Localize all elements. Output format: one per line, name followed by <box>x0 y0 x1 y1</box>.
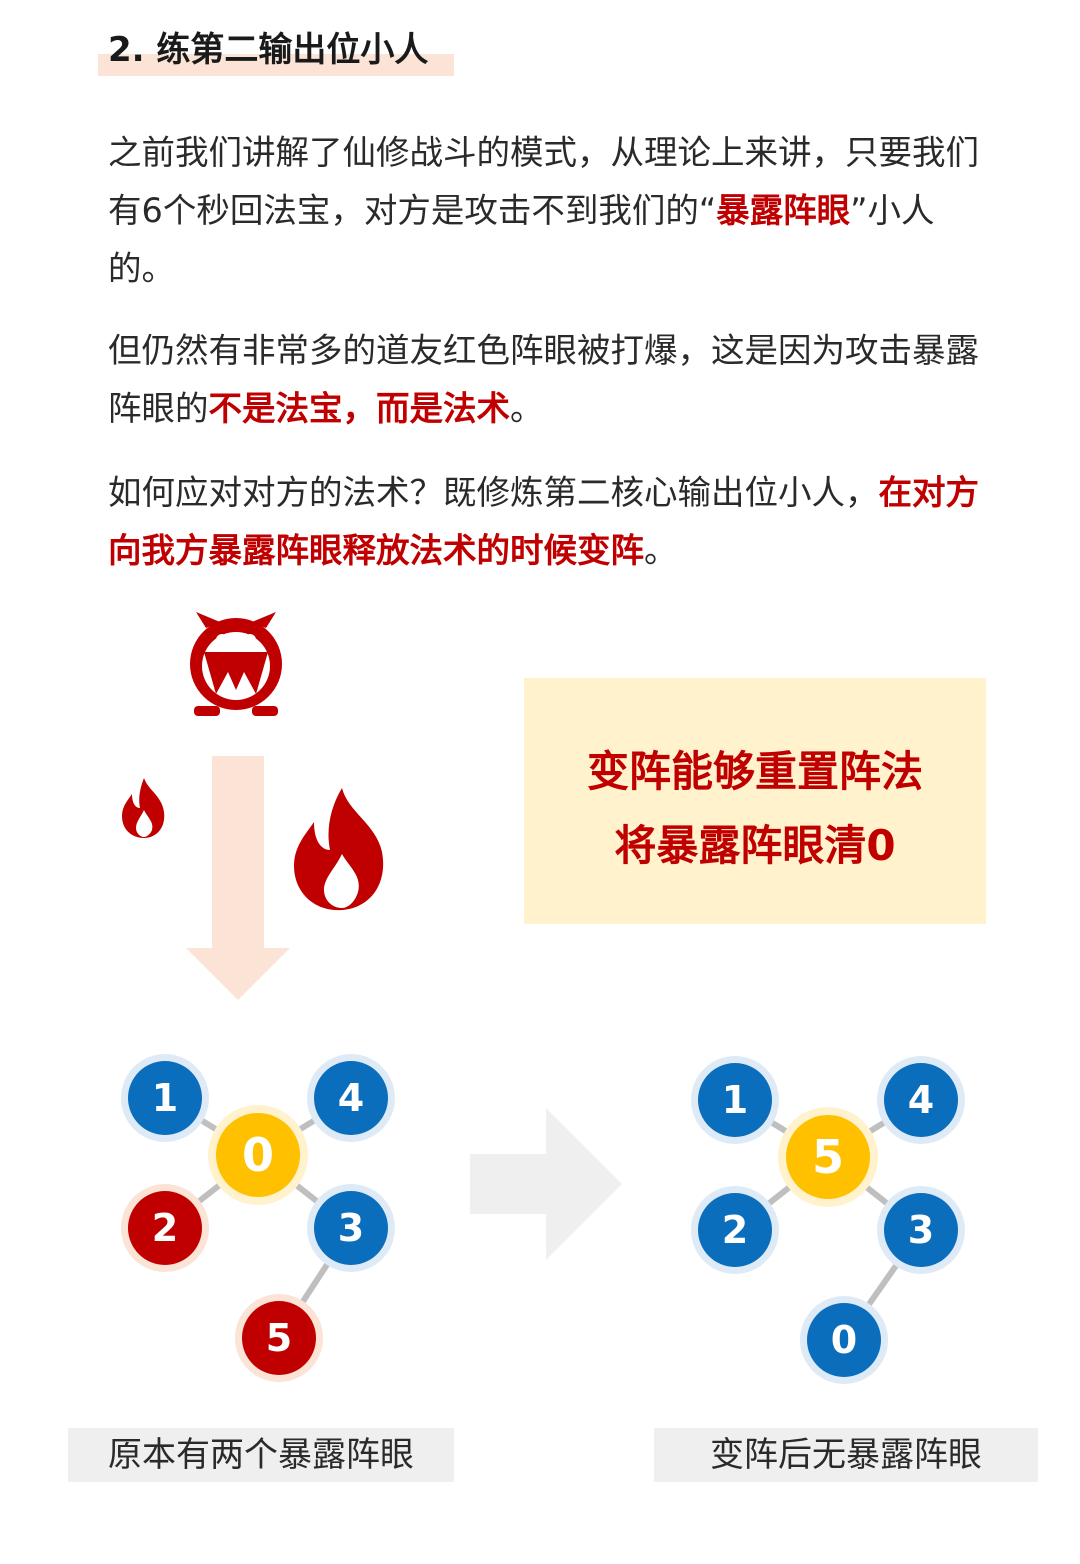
flame-icon-large <box>294 788 384 911</box>
formation-graph-before: 1 4 0 2 3 5 <box>121 1054 395 1382</box>
node-label: 4 <box>338 1076 364 1120</box>
graph-node-center: 5 <box>778 1107 878 1207</box>
graph-node: 3 <box>877 1186 965 1274</box>
paragraph-3-text-a: 如何应对对方的法术？既修炼第二核心输出位小人， <box>108 473 879 512</box>
monster-icon <box>190 612 282 716</box>
down-arrow-icon <box>186 756 290 1000</box>
caption-after: 变阵后无暴露阵眼 <box>654 1428 1038 1482</box>
node-label: 1 <box>152 1076 178 1120</box>
node-label: 2 <box>152 1206 178 1250</box>
callout-box: 变阵能够重置阵法 将暴露阵眼清0 <box>524 678 986 924</box>
node-label: 5 <box>266 1316 292 1360</box>
caption-before: 原本有两个暴露阵眼 <box>68 1428 454 1482</box>
graph-node: 4 <box>307 1054 395 1142</box>
paragraph-1-text-b: ”小人的。 <box>108 191 935 288</box>
heading-text: 2. 练第二输出位小人 <box>108 30 429 70</box>
node-label: 5 <box>812 1130 844 1184</box>
paragraph-2-text-a: 但仍然有非常多的道友红色阵眼被打爆，这是因为攻击暴露阵眼的 <box>108 331 979 428</box>
graph-node: 3 <box>307 1184 395 1272</box>
graph-node: 1 <box>691 1056 779 1144</box>
heading-highlight <box>98 54 454 76</box>
paragraph-2-text-b: 。 <box>510 389 544 428</box>
node-label: 0 <box>831 1318 857 1362</box>
node-label: 1 <box>722 1078 748 1122</box>
node-label: 3 <box>338 1206 364 1250</box>
flame-icon-small <box>122 778 165 838</box>
formation-graph-after: 1 4 5 2 3 0 <box>691 1056 965 1384</box>
paragraph-3: 如何应对对方的法术？既修炼第二核心输出位小人，在对方向我方暴露阵眼释放法术的时候… <box>108 464 998 580</box>
paragraph-3-emphasis: 在对方向我方暴露阵眼释放法术的时候变阵 <box>108 473 979 570</box>
graph-node: 0 <box>800 1296 888 1384</box>
paragraph-2-emphasis: 不是法宝，而是法术 <box>208 389 511 428</box>
section-heading: 2. 练第二输出位小人 <box>98 26 454 78</box>
callout-line-2: 将暴露阵眼清0 <box>614 821 896 870</box>
node-label: 2 <box>722 1208 748 1252</box>
callout-line-1: 变阵能够重置阵法 <box>586 747 923 796</box>
paragraph-1-emphasis: 暴露阵眼 <box>716 191 851 230</box>
graph-node: 1 <box>121 1054 209 1142</box>
graph-node-exposed: 5 <box>235 1294 323 1382</box>
graph-node: 4 <box>877 1056 965 1144</box>
right-arrow-icon <box>470 1108 622 1260</box>
graph-node-center: 0 <box>208 1105 308 1205</box>
node-label: 3 <box>908 1208 934 1252</box>
paragraph-3-text-b: 。 <box>644 531 678 570</box>
node-label: 4 <box>908 1078 934 1122</box>
paragraph-1: 之前我们讲解了仙修战斗的模式，从理论上来讲，只要我们有6个秒回法宝，对方是攻击不… <box>108 124 998 298</box>
paragraph-2: 但仍然有非常多的道友红色阵眼被打爆，这是因为攻击暴露阵眼的不是法宝，而是法术。 <box>108 322 998 438</box>
graph-node: 2 <box>691 1186 779 1274</box>
graph-node-exposed: 2 <box>121 1184 209 1272</box>
node-label: 0 <box>242 1128 274 1182</box>
paragraph-1-text-a: 之前我们讲解了仙修战斗的模式，从理论上来讲，只要我们有6个秒回法宝，对方是攻击不… <box>108 133 979 230</box>
